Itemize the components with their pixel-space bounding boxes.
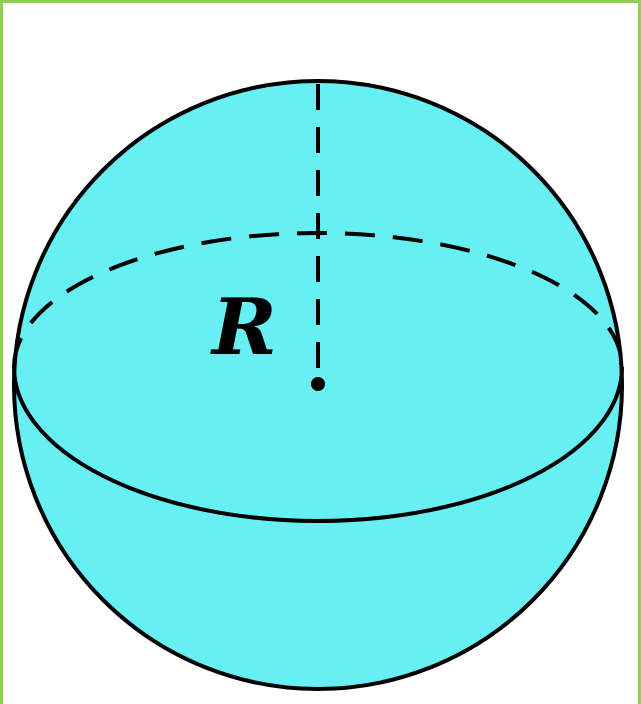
radius-label: R (210, 282, 277, 373)
equator-front (12, 366, 624, 523)
center-point (311, 377, 325, 391)
